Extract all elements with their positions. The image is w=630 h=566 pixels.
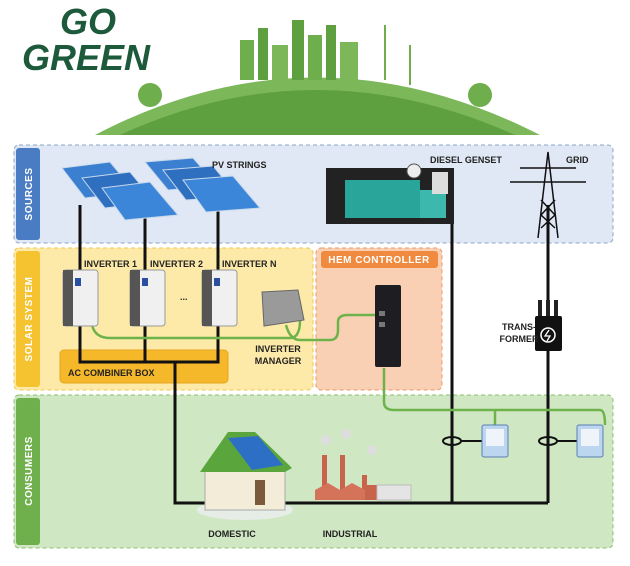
solar-system-tab [16, 251, 40, 387]
logo-green: GREEN [22, 37, 151, 78]
current-transformer-icons [442, 436, 578, 446]
domestic-label: DOMESTIC [208, 529, 256, 539]
inverter-2-icon [129, 269, 166, 327]
consumers-section [13, 394, 614, 549]
hem-controller-header [321, 251, 438, 268]
solar-system-label: SOLAR SYSTEM [24, 277, 35, 362]
industrial-factory-icon [315, 429, 412, 501]
consumers-label: CONSUMERS [24, 436, 35, 506]
diesel-genset-icon [326, 163, 454, 224]
sources-tab [16, 148, 40, 240]
inverter-1-icon [62, 269, 99, 327]
inverter-2-label: INVERTER 2 [150, 259, 203, 269]
hem-controller-label: HEM CONTROLLER [328, 255, 430, 266]
hem-controller-device-icon [375, 285, 401, 367]
consumers-tab [16, 398, 40, 545]
green-globe-illustration [95, 20, 540, 135]
grid-label: GRID [566, 155, 589, 165]
inverter-n-label: INVERTER N [222, 259, 277, 269]
logo-go: GO [60, 1, 116, 42]
inverter-manager-label-1: INVERTER [255, 344, 301, 354]
pv-strings-label: PV STRINGS [212, 160, 267, 170]
signal-lines [90, 313, 607, 426]
ac-combiner-label: AC COMBINER BOX [68, 368, 155, 378]
pv-strings-icon [61, 157, 262, 221]
transformer-label-2: FORMER [500, 334, 539, 344]
sources-label: SOURCES [24, 168, 35, 221]
energy-meter-2-icon [576, 424, 604, 458]
inverter-manager-icon [261, 289, 305, 327]
transformer-icon [535, 300, 562, 351]
inverter-manager-label-2: MANAGER [255, 356, 302, 366]
inverter-ellipsis: ... [180, 292, 188, 302]
energy-meter-1-icon [481, 424, 509, 458]
inverter-n-icon [201, 269, 238, 327]
inverter-1-label: INVERTER 1 [84, 259, 137, 269]
domestic-house-icon [197, 432, 293, 520]
transformer-label-1: TRANS- [502, 322, 536, 332]
diesel-genset-label: DIESEL GENSET [430, 155, 502, 165]
power-lines [78, 200, 550, 505]
industrial-label: INDUSTRIAL [323, 529, 378, 539]
grid-tower-icon [510, 151, 586, 239]
